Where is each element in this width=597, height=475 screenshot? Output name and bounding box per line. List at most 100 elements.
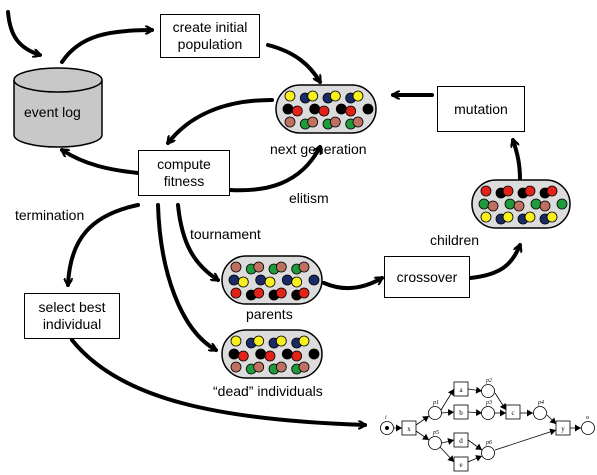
petri-place-label: p5 bbox=[432, 430, 439, 436]
individual-dot bbox=[329, 90, 341, 102]
individual-dot bbox=[275, 287, 287, 299]
children-pill bbox=[471, 179, 571, 229]
individual-dot bbox=[291, 276, 303, 288]
individual-dot bbox=[480, 185, 492, 197]
arrow-children-to-mutation bbox=[513, 140, 522, 182]
individual-dot bbox=[352, 116, 364, 128]
individual-dot bbox=[281, 274, 293, 286]
arrow-parents-to-crossover bbox=[322, 276, 382, 291]
petri-transition: c bbox=[505, 404, 521, 420]
individual-dot bbox=[530, 198, 542, 210]
dead-individuals-label: “dead” individuals bbox=[213, 383, 323, 399]
individual-dot bbox=[282, 103, 294, 115]
petri-place: i bbox=[380, 415, 394, 435]
arrow-event-log-to-create bbox=[60, 30, 152, 64]
individual-dot bbox=[237, 350, 249, 362]
individual-dot bbox=[335, 103, 347, 115]
petri-place: p5 bbox=[428, 430, 442, 450]
petri-arc bbox=[546, 414, 557, 425]
individual-dot bbox=[362, 103, 374, 115]
arrow-tournament-to-dead bbox=[156, 203, 216, 352]
individual-dot bbox=[513, 200, 525, 212]
individual-dot bbox=[308, 274, 320, 286]
individual-dot bbox=[275, 261, 287, 273]
individual-dot bbox=[298, 287, 310, 299]
petri-transition: b bbox=[453, 404, 469, 420]
individual-dot bbox=[255, 348, 267, 360]
mutation-box: mutation bbox=[437, 86, 525, 132]
petri-arc bbox=[415, 430, 430, 441]
petri-transition: x bbox=[401, 420, 417, 436]
individual-dot bbox=[504, 198, 516, 210]
parents-pill bbox=[221, 255, 323, 305]
individual-dot bbox=[298, 261, 310, 273]
arrow-tournament-to-parents bbox=[176, 203, 218, 282]
event-log-cylinder bbox=[13, 67, 103, 148]
petri-place: p1 bbox=[428, 400, 442, 420]
individual-dot bbox=[556, 198, 568, 210]
petri-arc bbox=[494, 428, 557, 451]
petri-transition-label: e bbox=[459, 461, 462, 469]
petri-arc bbox=[467, 409, 483, 417]
individual-dot bbox=[255, 274, 267, 286]
select-best-individual-box: select best individual bbox=[24, 293, 120, 339]
tournament-label: tournament bbox=[190, 226, 261, 242]
individual-dot bbox=[546, 211, 558, 223]
population-pills bbox=[221, 84, 571, 379]
petri-arc bbox=[441, 438, 455, 445]
individual-dot bbox=[308, 348, 320, 360]
individual-dot bbox=[253, 261, 265, 273]
individual-dot bbox=[284, 90, 296, 102]
petri-transition: e bbox=[453, 456, 469, 472]
petri-place-label: i bbox=[385, 415, 387, 421]
individual-dot bbox=[284, 116, 296, 128]
arrow-termination bbox=[68, 203, 140, 285]
petri-transition-label: c bbox=[511, 409, 514, 417]
petri-transition-label: d bbox=[459, 437, 463, 445]
dead-individuals-pill bbox=[221, 329, 323, 379]
individual-dot bbox=[502, 211, 514, 223]
crossover-box: crossover bbox=[384, 256, 470, 298]
petri-arc bbox=[439, 446, 455, 463]
petri-transition: y bbox=[555, 420, 571, 436]
individual-dot bbox=[264, 276, 276, 288]
petri-transition-label: x bbox=[407, 425, 411, 433]
arrow-fitness-to-event-log bbox=[62, 148, 138, 173]
individual-dot bbox=[253, 335, 265, 347]
individual-dot bbox=[298, 335, 310, 347]
individual-dot bbox=[253, 361, 265, 373]
individual-dot bbox=[487, 200, 499, 212]
individual-dot bbox=[230, 261, 242, 273]
arrow-elitism bbox=[228, 147, 322, 193]
individual-dot bbox=[329, 116, 341, 128]
compute-fitness-box: compute fitness bbox=[138, 150, 230, 196]
petri-place: p6 bbox=[481, 440, 495, 460]
individual-dot bbox=[230, 361, 242, 373]
parents-label: parents bbox=[246, 306, 293, 322]
individual-dot bbox=[228, 348, 240, 360]
children-label: children bbox=[430, 232, 480, 248]
petri-place-label: p1 bbox=[432, 400, 439, 406]
individual-dot bbox=[230, 335, 242, 347]
petri-place: o bbox=[581, 415, 595, 435]
petri-transition-label: a bbox=[459, 386, 463, 394]
individual-dot bbox=[480, 211, 492, 223]
individual-dot bbox=[291, 105, 303, 117]
petri-arc bbox=[440, 408, 455, 416]
individual-dot bbox=[237, 276, 249, 288]
petri-place-label: p4 bbox=[537, 399, 544, 406]
petri-arc bbox=[467, 439, 483, 451]
individual-dot bbox=[352, 90, 364, 102]
petri-place: p4 bbox=[533, 399, 547, 420]
flow-arrows bbox=[6, 10, 522, 425]
individual-dot bbox=[298, 361, 310, 373]
individual-dot bbox=[546, 185, 558, 197]
individual-dot bbox=[291, 350, 303, 362]
petri-arc bbox=[494, 392, 507, 411]
individual-dot bbox=[230, 287, 242, 299]
individual-dot bbox=[281, 348, 293, 360]
individual-dot bbox=[524, 211, 536, 223]
petri-place-label: p6 bbox=[485, 440, 492, 446]
